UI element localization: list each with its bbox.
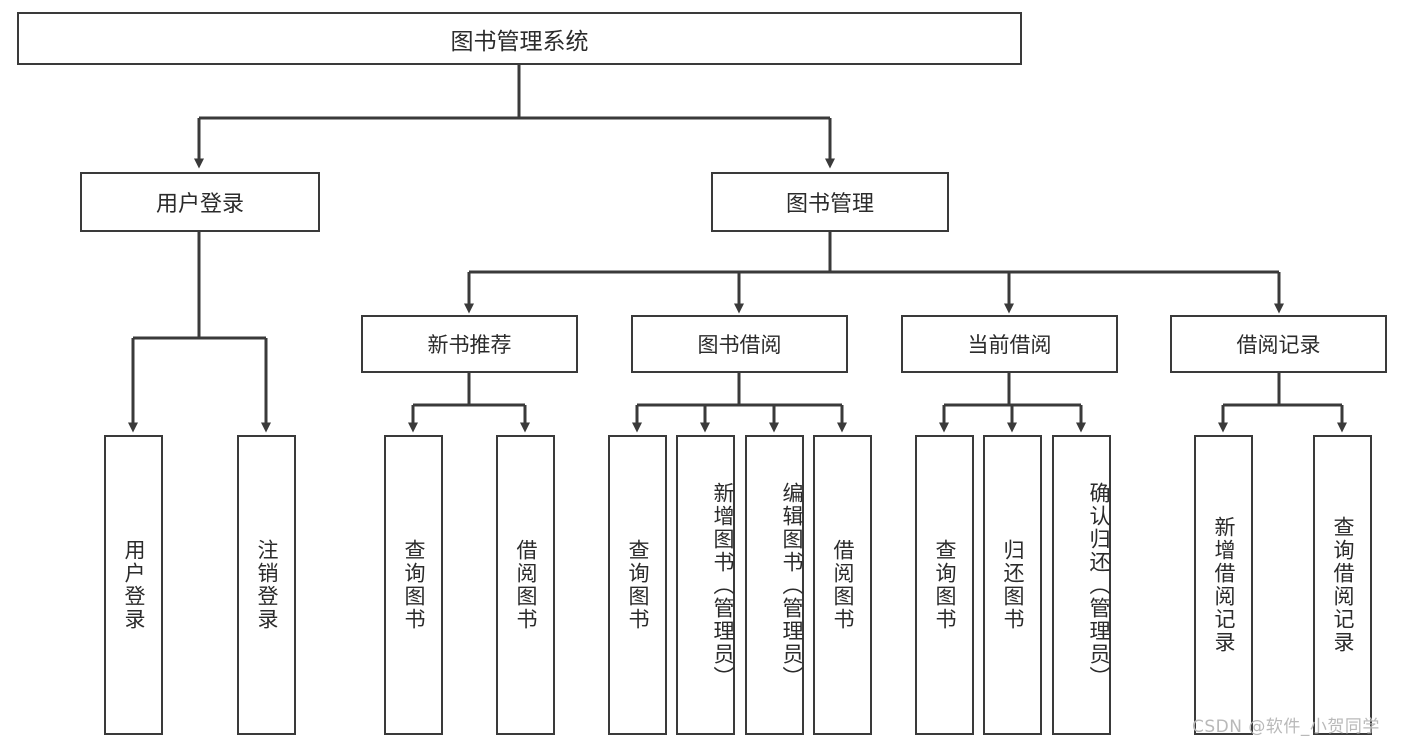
node-borrow-record[interactable]: 借阅记录 [1170, 315, 1387, 373]
node-leaf-borrow-book-recommend[interactable]: 借阅图书 [496, 435, 555, 735]
node-leaf-logout[interactable]: 注销登录 [237, 435, 296, 735]
node-current-borrow[interactable]: 当前借阅 [901, 315, 1118, 373]
node-leaf-query-borrow-record[interactable]: 查询借阅记录 [1313, 435, 1372, 735]
node-book-borrow[interactable]: 图书借阅 [631, 315, 848, 373]
node-label: 当前借阅 [967, 333, 1052, 357]
node-leaf-query-book-current[interactable]: 查询图书 [915, 435, 974, 735]
node-label: 借阅记录 [1236, 333, 1321, 357]
node-book-management[interactable]: 图书管理 [711, 172, 949, 232]
node-new-book-recommend[interactable]: 新书推荐 [361, 315, 578, 373]
node-label: 确认归还（管理员） [1087, 481, 1111, 689]
node-label: 注销登录 [255, 539, 279, 631]
node-label: 查询图书 [402, 539, 426, 631]
node-label: 图书管理 [785, 192, 874, 217]
node-label: 图书借阅 [697, 333, 782, 357]
node-leaf-user-login[interactable]: 用户登录 [104, 435, 163, 735]
node-user-login[interactable]: 用户登录 [80, 172, 320, 232]
node-label: 用户登录 [122, 539, 146, 631]
node-label: 新增图书（管理员） [711, 481, 735, 689]
node-label: 编辑图书（管理员） [780, 481, 804, 689]
node-leaf-borrow-book[interactable]: 借阅图书 [813, 435, 872, 735]
node-root-system[interactable]: 图书管理系统 [17, 12, 1022, 65]
node-label: 新增借阅记录 [1212, 516, 1236, 654]
node-label: 查询借阅记录 [1331, 516, 1355, 654]
node-label: 查询图书 [626, 539, 650, 631]
node-leaf-edit-book-admin[interactable]: 编辑图书（管理员） [745, 435, 804, 735]
node-leaf-query-book-borrow[interactable]: 查询图书 [608, 435, 667, 735]
watermark: CSDN @软件_小贺同学 [1192, 717, 1380, 737]
node-label: 图书管理系统 [450, 28, 589, 55]
node-label: 归还图书 [1001, 539, 1025, 631]
node-leaf-query-book-recommend[interactable]: 查询图书 [384, 435, 443, 735]
node-leaf-confirm-return-admin[interactable]: 确认归还（管理员） [1052, 435, 1111, 735]
node-label: 新书推荐 [427, 333, 512, 357]
node-leaf-add-book-admin[interactable]: 新增图书（管理员） [676, 435, 735, 735]
node-label: 查询图书 [933, 539, 957, 631]
node-label: 借阅图书 [514, 539, 538, 631]
node-leaf-return-book[interactable]: 归还图书 [983, 435, 1042, 735]
node-label: 借阅图书 [831, 539, 855, 631]
node-label: 用户登录 [155, 192, 244, 217]
node-leaf-add-borrow-record[interactable]: 新增借阅记录 [1194, 435, 1253, 735]
